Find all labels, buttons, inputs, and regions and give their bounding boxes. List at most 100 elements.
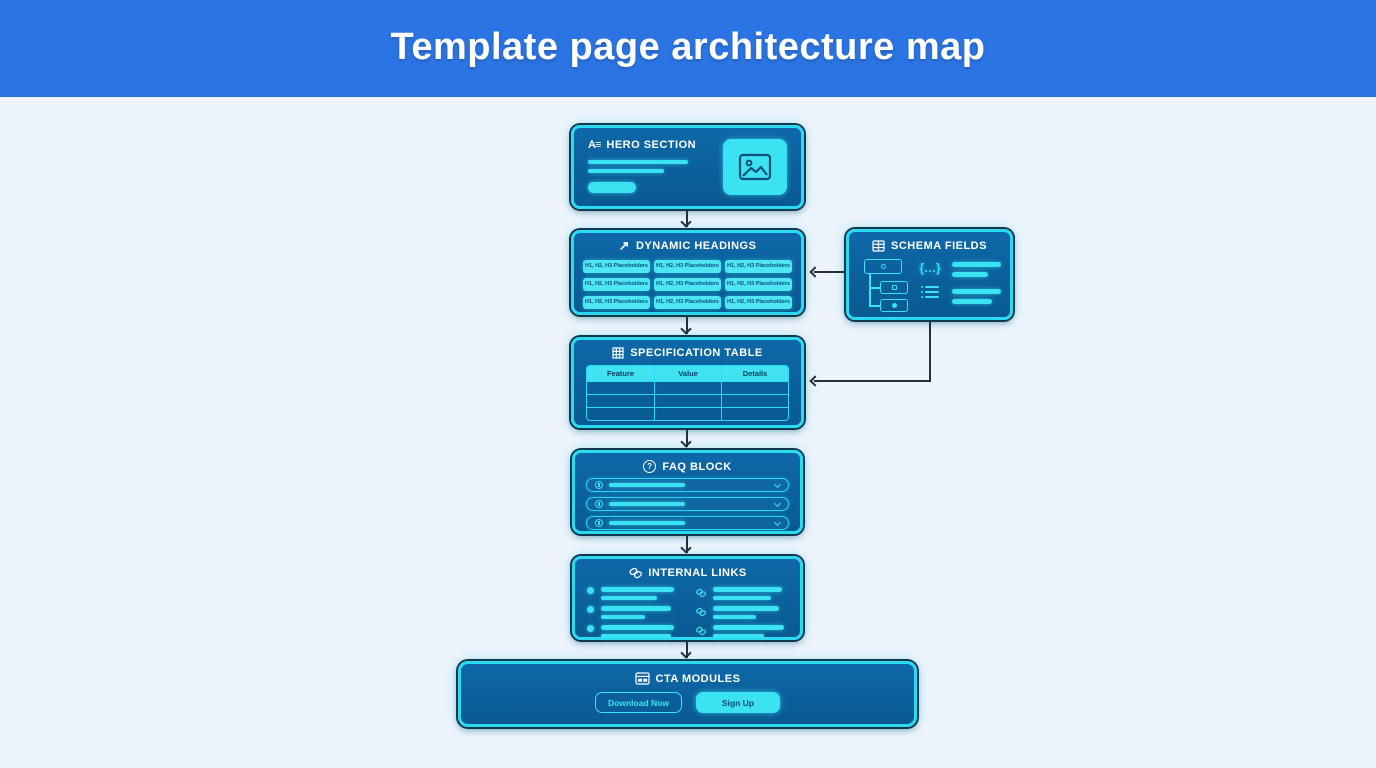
spec-table-title-row: SPECIFICATION TABLE — [586, 347, 789, 359]
node-title-specification-table: SPECIFICATION TABLE — [630, 347, 763, 359]
square-glyph — [891, 285, 897, 290]
placeholder-line — [712, 614, 757, 619]
specification-table: Feature Value Details — [586, 365, 789, 421]
faq-accordion-row[interactable] — [586, 497, 789, 511]
table-cell — [587, 381, 654, 394]
placeholder-line — [601, 633, 671, 638]
dynamic-headings-title-row: ↗ DYNAMIC HEADINGS — [583, 238, 792, 253]
faq-title-row: ? FAQ BLOCK — [586, 460, 789, 473]
node-cta-modules: CTA MODULES Download Now Sign Up — [458, 661, 917, 727]
placeholder-line — [712, 595, 772, 600]
faq-accordion-row[interactable] — [586, 516, 789, 530]
tree-connector — [869, 287, 880, 289]
placeholder-line — [601, 587, 675, 592]
trend-arrow-icon: ↗ — [618, 238, 630, 253]
chevron-down-icon[interactable] — [773, 518, 782, 526]
chain-link-icon — [695, 607, 706, 617]
bullet-dot — [587, 587, 594, 594]
node-hero-section: A≡ HERO SECTION — [571, 125, 804, 209]
arrow-links-to-cta — [686, 640, 688, 658]
column-header-details: Details — [721, 366, 788, 381]
placeholder-line — [601, 595, 657, 600]
node-internal-links: INTERNAL LINKS — [572, 556, 803, 640]
page-title: Template page architecture map — [390, 26, 986, 68]
tree-connector — [869, 305, 880, 307]
table-cell — [587, 407, 654, 420]
placeholder-line — [601, 606, 671, 611]
chain-link-icon — [695, 588, 706, 598]
arrowhead-down — [680, 216, 692, 228]
heading-pill: H1, H2, H3 Placeholders — [654, 296, 721, 309]
node-dynamic-headings: ↗ DYNAMIC HEADINGS H1, H2, H3 Placeholde… — [571, 230, 804, 315]
placeholder-line — [601, 625, 675, 630]
header-banner: Template page architecture map — [0, 0, 1376, 97]
text-lines-icon: A≡ — [588, 139, 601, 151]
schema-tree-diagram — [858, 259, 908, 313]
tree-node — [880, 299, 908, 312]
grid-icon — [612, 347, 624, 359]
hero-title-row: A≡ HERO SECTION — [588, 139, 713, 151]
placeholder-line — [712, 587, 782, 592]
tree-node — [864, 259, 902, 274]
table-cell — [721, 407, 788, 420]
placeholder-line — [712, 625, 785, 630]
image-icon — [738, 153, 772, 181]
table-row — [587, 394, 788, 407]
placeholder-line — [952, 272, 989, 277]
bullet-dot — [587, 606, 594, 613]
json-braces-icon: {…} — [919, 261, 941, 275]
sign-up-button[interactable]: Sign Up — [695, 692, 780, 713]
cta-title-row: CTA MODULES — [469, 672, 906, 685]
heading-pill: H1, H2, H3 Placeholders — [725, 260, 792, 273]
info-circle-icon — [595, 481, 603, 489]
arrowhead-down — [680, 323, 692, 335]
chain-link-icon — [695, 626, 706, 636]
table-cell — [721, 381, 788, 394]
list-item — [695, 625, 789, 638]
node-title-internal-links: INTERNAL LINKS — [648, 566, 747, 579]
cta-card-icon — [634, 672, 650, 685]
chevron-down-icon[interactable] — [773, 480, 782, 488]
download-now-button[interactable]: Download Now — [595, 692, 682, 713]
links-bullet-list — [587, 587, 681, 644]
tree-connector — [869, 274, 871, 306]
list-icon — [921, 286, 939, 298]
question-circle-icon: ? — [643, 460, 657, 473]
arrowhead-down — [680, 647, 692, 659]
node-title-dynamic-headings: DYNAMIC HEADINGS — [635, 240, 757, 252]
table-rows-icon — [872, 240, 885, 252]
faq-accordion-row[interactable] — [586, 478, 789, 492]
placeholder-line — [712, 606, 779, 611]
hero-button-placeholder[interactable] — [588, 182, 636, 193]
placeholder-line — [588, 160, 688, 164]
column-header-feature: Feature — [587, 366, 654, 381]
placeholder-line — [588, 169, 664, 173]
info-circle-icon — [595, 519, 603, 527]
hero-content: A≡ HERO SECTION — [588, 139, 713, 195]
heading-pill: H1, H2, H3 Placeholders — [725, 296, 792, 309]
arrow-spec-to-faq — [686, 428, 688, 447]
table-cell — [654, 381, 721, 394]
internal-links-body — [587, 587, 788, 644]
schema-field-lines — [952, 259, 1001, 313]
node-title-schema-fields: SCHEMA FIELDS — [891, 240, 987, 252]
chain-link-icon — [629, 567, 643, 579]
heading-pill: H1, H2, H3 Placeholders — [725, 278, 792, 291]
table-cell — [721, 394, 788, 407]
schema-fields-title-row: SCHEMA FIELDS — [858, 240, 1001, 252]
chevron-down-icon[interactable] — [773, 499, 782, 507]
heading-pill: H1, H2, H3 Placeholders — [583, 260, 650, 273]
heading-pill: H1, H2, H3 Placeholders — [583, 296, 650, 309]
internal-links-title-row: INTERNAL LINKS — [587, 566, 788, 579]
list-item — [695, 606, 789, 619]
table-row — [587, 407, 788, 420]
table-header-row: Feature Value Details — [587, 366, 788, 381]
placeholder-line — [952, 262, 1001, 267]
arrow-faq-to-links — [686, 534, 688, 553]
list-item — [587, 606, 681, 619]
links-anchor-list — [695, 587, 789, 644]
node-faq-block: ? FAQ BLOCK — [572, 450, 803, 534]
arrowhead-down — [680, 436, 692, 448]
arrowhead-left — [809, 375, 821, 387]
node-schema-fields: SCHEMA FIELDS {…} — [846, 229, 1013, 320]
